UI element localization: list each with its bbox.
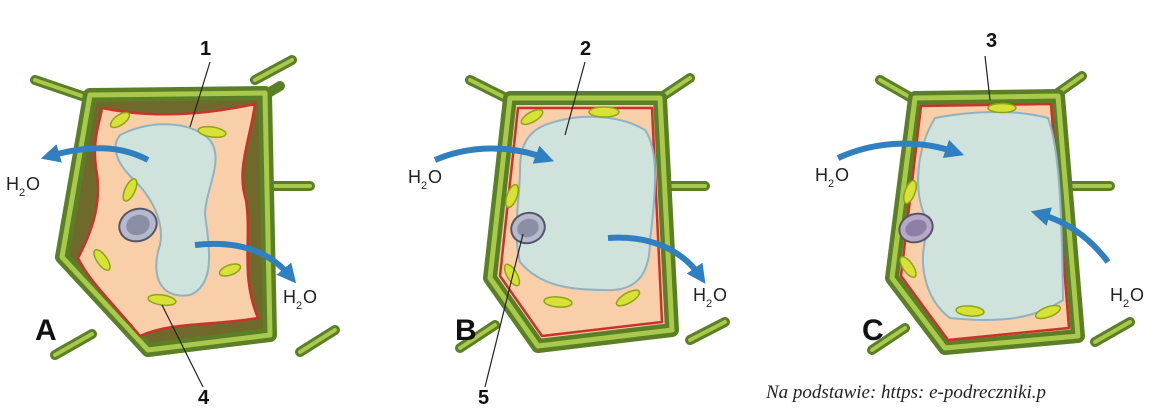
svg-text:H: H [815,165,828,185]
svg-text:H: H [6,174,19,194]
cell-panel-c [838,76,1130,350]
panel-label-a: A [35,314,57,347]
svg-text:2: 2 [19,187,25,199]
svg-text:2: 2 [706,298,712,310]
svg-text:O: O [1130,285,1144,305]
cell-panel-b [435,78,725,348]
svg-text:O: O [835,165,849,185]
svg-text:O: O [713,285,727,305]
cell-panel-a [35,60,335,355]
callout-number-1: 1 [200,38,211,60]
h2o-label-a-right: H 2 O [283,287,317,312]
svg-text:2: 2 [296,300,302,312]
callout-number-5: 5 [478,387,489,408]
chloroplast [589,107,619,117]
source-caption: Na podstawie: https: e-podreczniki.p [766,382,1046,404]
svg-text:O: O [428,167,442,187]
h2o-label-b-right: H 2 O [693,285,727,310]
h2o-label-b-left: H 2 O [408,167,442,192]
svg-text:H: H [283,287,296,307]
h2o-label-c-right: H 2 O [1110,285,1144,310]
svg-text:2: 2 [1123,298,1129,310]
h2o-label-c-left: H 2 O [815,165,849,190]
panel-label-b: B [455,314,477,347]
h2o-label-a-left: H 2 O [6,174,40,199]
svg-text:2: 2 [828,178,834,190]
chloroplast [988,104,1016,113]
vacuole [516,117,655,290]
svg-text:H: H [693,285,706,305]
svg-text:H: H [1110,285,1123,305]
panel-label-c: C [862,314,884,347]
callout-number-4: 4 [198,387,210,408]
svg-text:2: 2 [421,180,427,192]
svg-text:O: O [303,287,317,307]
svg-text:O: O [26,174,40,194]
svg-text:H: H [408,167,421,187]
callout-number-2: 2 [580,38,591,60]
callout-number-3: 3 [986,30,997,52]
